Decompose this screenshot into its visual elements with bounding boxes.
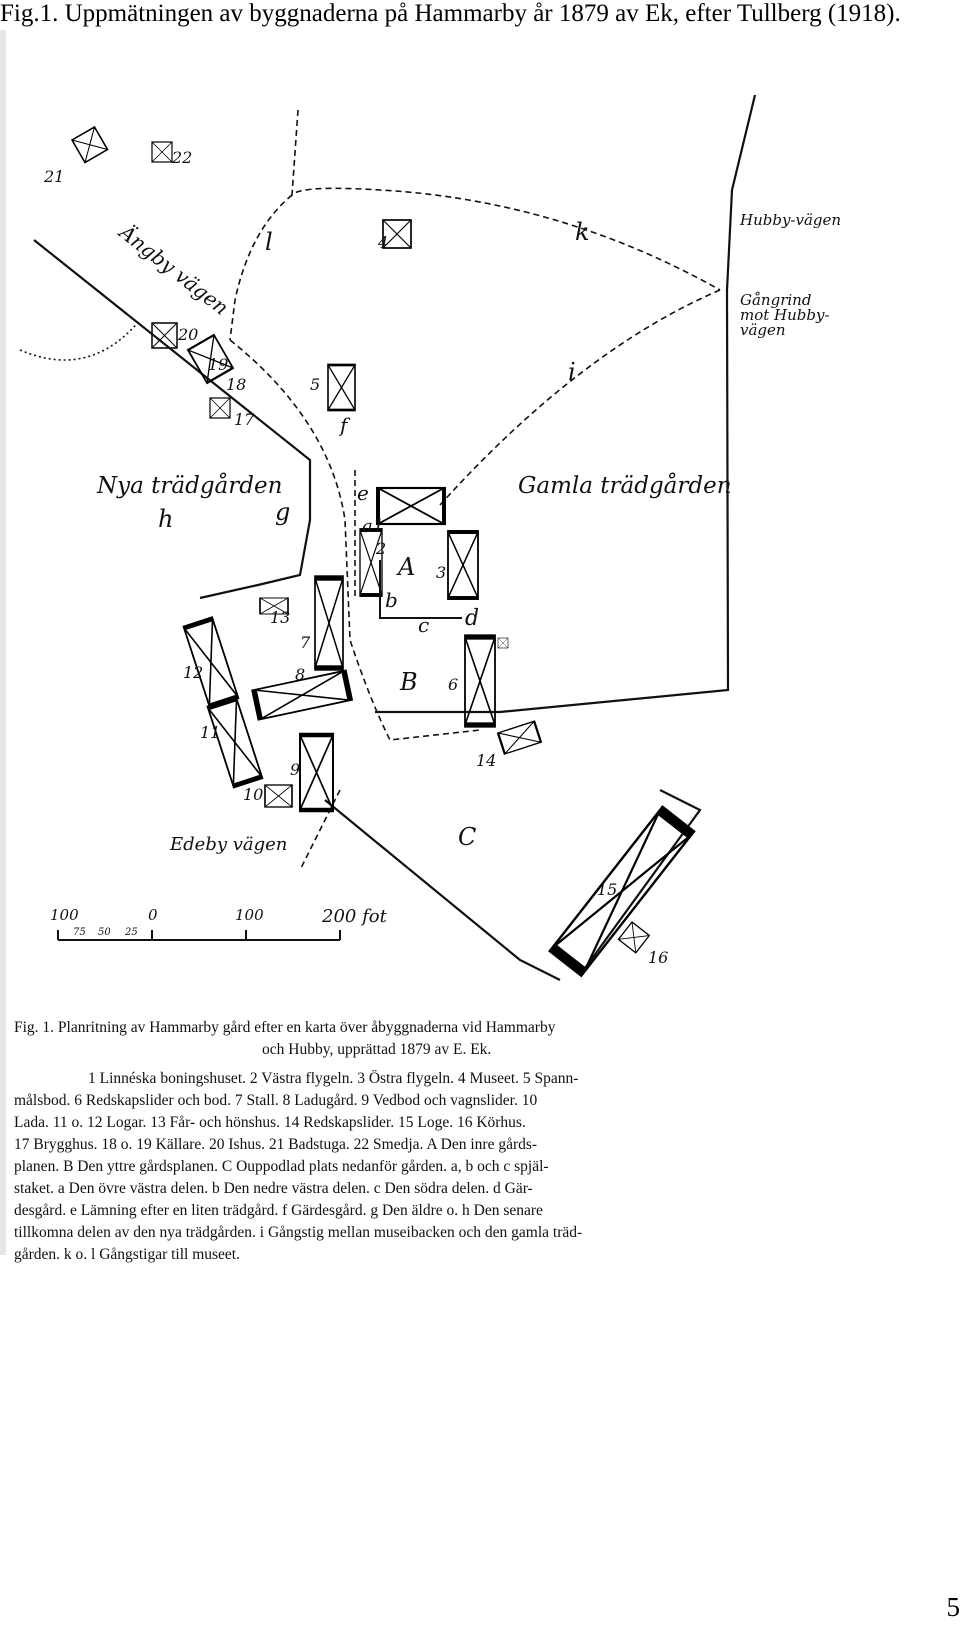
number-15: 15 [597, 880, 617, 899]
number-2: 2 [375, 539, 386, 558]
area-letter-a1: a1 [362, 516, 384, 537]
building-15 [552, 810, 691, 973]
number-20: 20 [177, 325, 198, 344]
number-13: 13 [270, 608, 290, 627]
number-8: 8 [295, 665, 305, 684]
area-letter-A: A [396, 553, 415, 581]
area-letter-h: h [158, 505, 173, 533]
legend-line-1: Fig. 1. Planritning av Hammarby gård eft… [14, 1019, 556, 1036]
building-small-square [497, 637, 509, 649]
number-9: 9 [290, 760, 300, 779]
area-letter-k: k [575, 218, 590, 246]
property-boundaries [19, 94, 757, 981]
area-letters: A B C a1 b c d e f g h i k l [158, 218, 590, 851]
road-label-gangrind-3: vägen [740, 321, 786, 339]
road-label-gangrind-1: Gångrind [740, 291, 811, 309]
garden-labels: Nya trädgården Gamla trädgården [96, 472, 732, 499]
number-5: 5 [310, 375, 320, 394]
building-11 [208, 699, 262, 786]
legend-line-9: desgård. e Lämning efter en liten trädgå… [14, 1202, 543, 1219]
area-letter-C: C [458, 823, 476, 851]
road-label-angby: Ängby vägen [113, 219, 233, 320]
scale-label-50: 50 [98, 927, 111, 938]
area-letter-d: d [465, 606, 479, 631]
area-letter-f: f [338, 413, 351, 437]
number-12: 12 [183, 663, 203, 682]
building-16 [617, 921, 650, 954]
number-22: 22 [171, 148, 192, 167]
scale-label-0: 0 [148, 906, 158, 924]
area-letter-b: b [385, 588, 398, 612]
number-7: 7 [300, 633, 311, 652]
building-21 [71, 126, 109, 164]
road-label-gangrind-2: mot Hubby- [740, 306, 830, 324]
legend-line-10: tillkomna delen av den nya trädgården. i… [14, 1224, 582, 1241]
number-14: 14 [476, 751, 496, 770]
number-6: 6 [448, 675, 458, 694]
legend-line-8: staket. a Den övre västra delen. b Den n… [14, 1180, 533, 1197]
scale-bar: 100 75 50 25 0 100 200 fot [50, 906, 388, 941]
legend-line-3: 1 Linnéska boningshuset. 2 Västra flygel… [88, 1070, 578, 1087]
scale-label-75: 75 [73, 927, 86, 938]
number-11: 11 [200, 723, 220, 742]
legend-line-6: 17 Brygghus. 18 o. 19 Källare. 20 Ishus.… [14, 1136, 537, 1153]
garden-label-gamla: Gamla trädgården [518, 472, 732, 499]
legend-text: Fig. 1. Planritning av Hammarby gård eft… [14, 1019, 582, 1263]
legend-line-2: och Hubby, upprättad 1879 av E. Ek. [262, 1041, 491, 1058]
building-numbers: 4 2 3 5 6 7 8 9 10 11 12 13 14 15 16 17 … [43, 148, 668, 967]
legend-line-7: planen. B Den yttre gårdsplanen. C Ouppo… [14, 1158, 549, 1175]
legend-line-5: Lada. 11 o. 12 Logar. 13 Får- och hönshu… [14, 1114, 526, 1131]
number-21: 21 [43, 167, 64, 186]
road-label-hubby: Hubby-vägen [739, 211, 841, 229]
building-17 [209, 397, 231, 419]
area-letter-c: c [418, 613, 429, 637]
garden-label-nya: Nya trädgården [96, 472, 282, 499]
area-letter-l: l [265, 228, 273, 256]
legend-line-4: målsbod. 6 Redskapslider och bod. 7 Stal… [14, 1092, 537, 1109]
number-18: 18 [226, 375, 246, 394]
buildings [71, 126, 692, 973]
number-3: 3 [436, 563, 446, 582]
number-16: 16 [648, 948, 668, 967]
road-label-edeby: Edeby vägen [169, 834, 287, 855]
scan-edge [0, 30, 6, 1255]
scale-label-200: 200 fot [321, 906, 388, 927]
number-10: 10 [243, 785, 263, 804]
building-10 [264, 784, 293, 808]
building-9 [300, 735, 333, 810]
figure-caption: Fig.1. Uppmätningen av byggnaderna på Ha… [0, 0, 901, 27]
building-3 [446, 530, 480, 600]
building-7 [315, 578, 343, 668]
number-19: 19 [208, 355, 228, 374]
building-1 [376, 486, 446, 526]
area-letter-i: i [568, 358, 576, 386]
page-number: 5 [946, 1592, 960, 1622]
area-letter-g: g [275, 498, 290, 526]
building-14 [496, 720, 543, 756]
scale-label-100-right: 100 [235, 906, 264, 924]
scale-label-25: 25 [124, 927, 138, 938]
number-17: 17 [234, 410, 255, 429]
building-22 [151, 141, 173, 163]
building-5 [326, 363, 357, 412]
legend-line-11: gården. k o. l Gångstigar till museet. [14, 1246, 240, 1263]
number-4: 4 [377, 233, 388, 252]
scale-label-100-left: 100 [50, 906, 79, 924]
area-letter-e: e [357, 481, 369, 505]
area-letter-B: B [399, 668, 418, 696]
